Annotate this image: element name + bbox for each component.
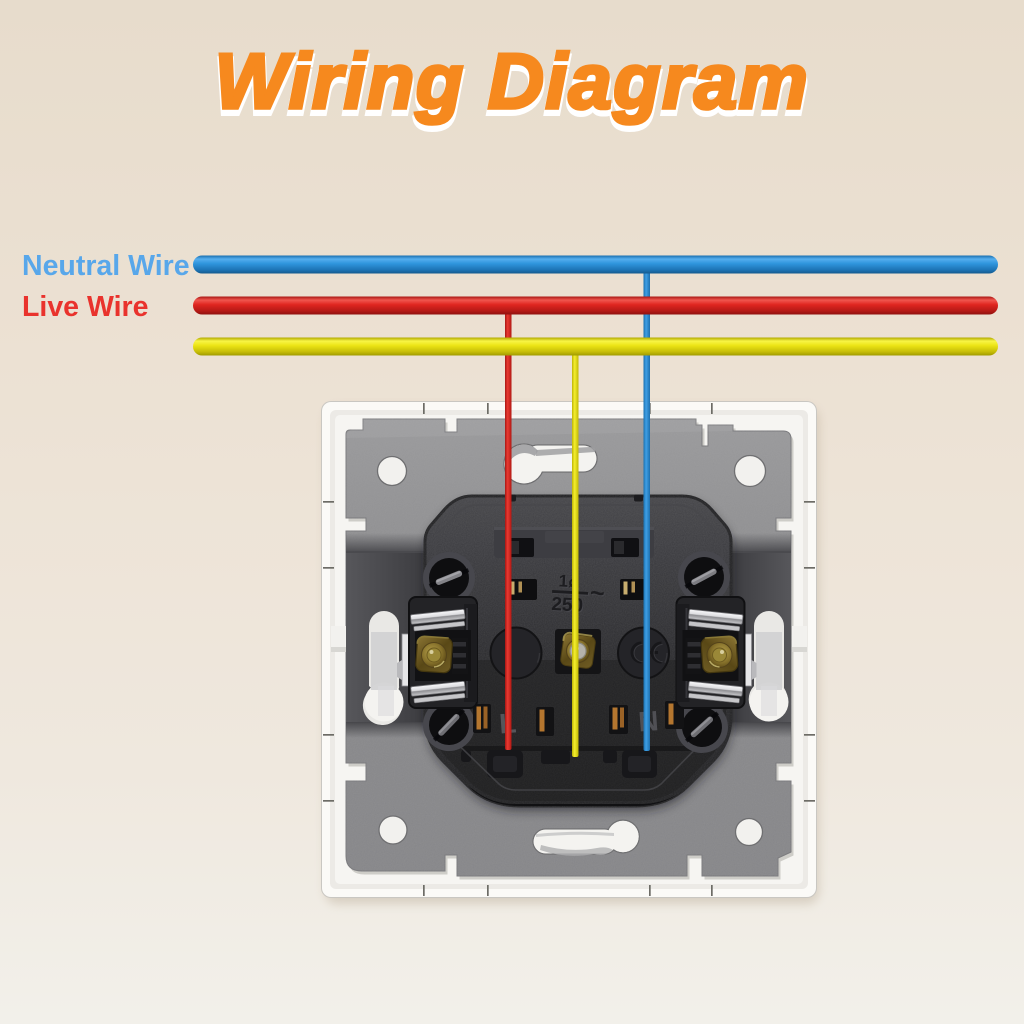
svg-text:Live Wire: Live Wire [22, 291, 148, 323]
svg-text:~: ~ [589, 579, 605, 608]
svg-text:1: 1 [559, 572, 569, 591]
svg-text:Wiring Diagram: Wiring Diagram [215, 39, 809, 125]
svg-text:Neutral Wire: Neutral Wire [22, 250, 190, 282]
svg-text:250: 250 [551, 594, 584, 617]
svg-text:~: ~ [590, 580, 606, 609]
svg-text:1: 1 [558, 571, 568, 590]
svg-text:Wiring Diagram: Wiring Diagram [215, 44, 809, 130]
